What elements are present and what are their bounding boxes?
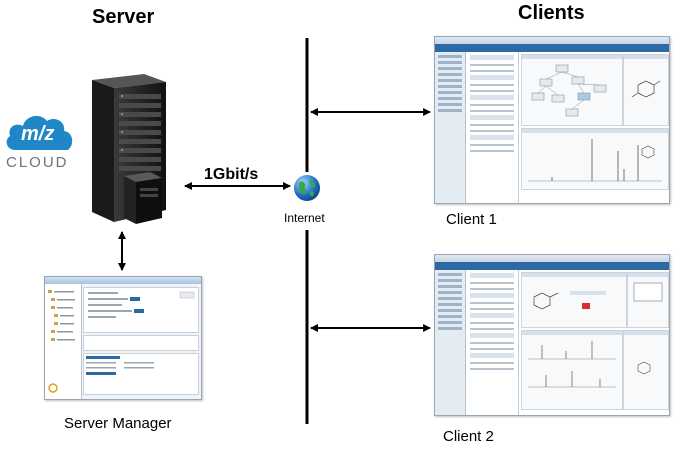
clients-heading: Clients <box>518 2 585 24</box>
client2-screenshot <box>434 254 670 416</box>
client1-screenshot <box>434 36 670 204</box>
logo-mark: m/z <box>21 123 55 145</box>
server-manager-screenshot <box>44 276 202 400</box>
globe-icon <box>293 174 321 202</box>
server-manager-label: Server Manager <box>64 415 172 432</box>
bandwidth-label: 1Gbit/s <box>204 166 259 183</box>
client2-label: Client 2 <box>443 428 494 445</box>
server-heading: Server <box>92 6 155 28</box>
logo-word: CLOUD <box>6 154 69 171</box>
client1-label: Client 1 <box>446 211 497 228</box>
server-tower-icon <box>84 72 184 226</box>
internet-label: Internet <box>284 211 325 225</box>
cloud-icon <box>6 115 73 150</box>
mz-cloud-logo: m/z CLOUD <box>2 110 78 172</box>
